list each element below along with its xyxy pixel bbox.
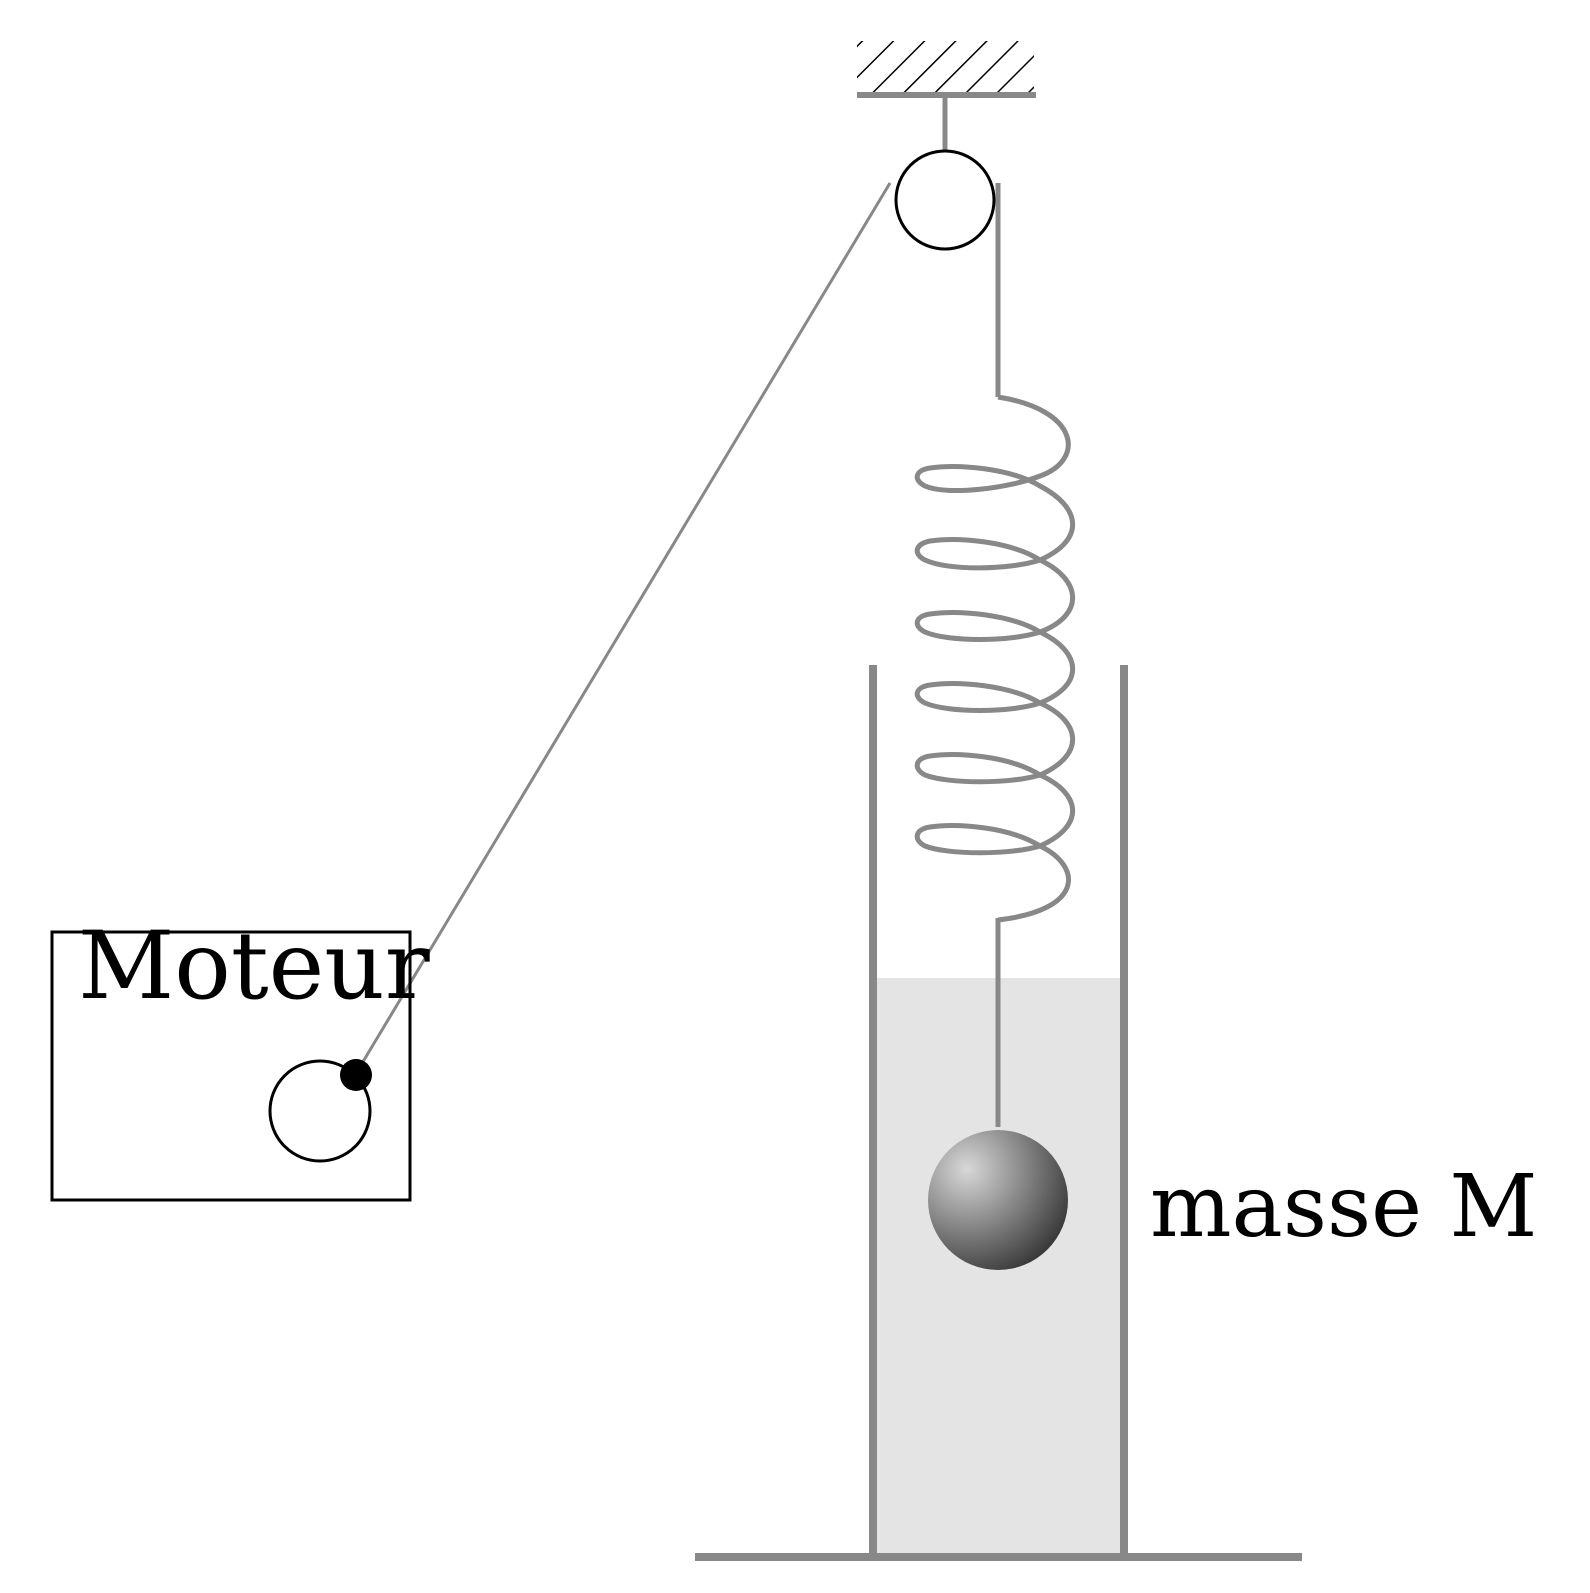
motor-box	[50, 930, 412, 1202]
crank-pin	[340, 1059, 372, 1091]
pulley-wheel	[894, 149, 996, 251]
mass-ball	[928, 1130, 1068, 1270]
ceiling-hatch	[857, 41, 1034, 93]
ceiling-support	[857, 41, 1036, 150]
spring-coil	[914, 394, 1076, 923]
mass-label: masse M	[1150, 1157, 1537, 1257]
drive-string	[353, 182, 892, 1076]
motor: Moteur	[50, 912, 430, 1202]
motor-label: Moteur	[78, 912, 430, 1021]
